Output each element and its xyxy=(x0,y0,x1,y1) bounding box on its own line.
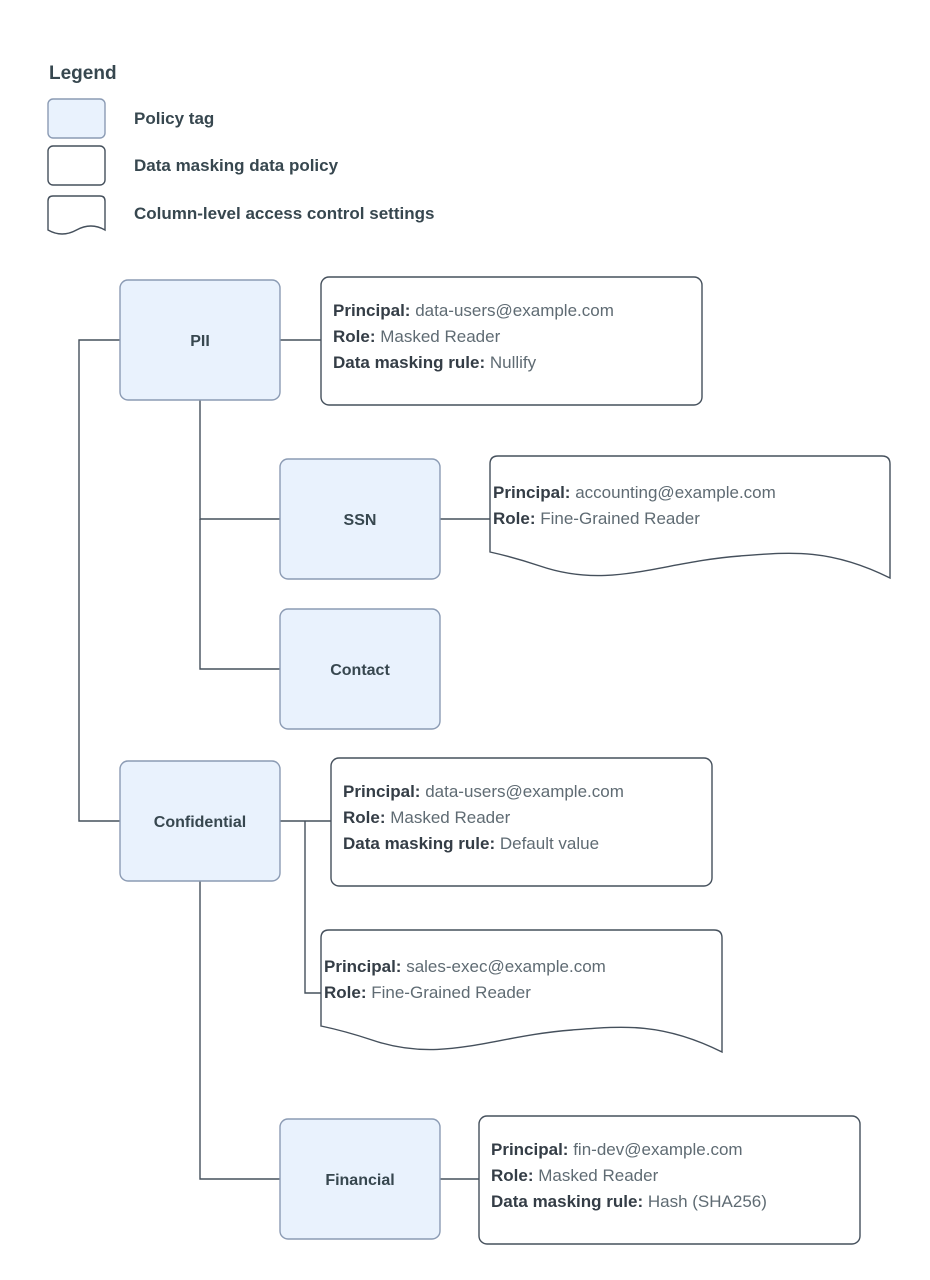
connector-lines xyxy=(78,339,490,1180)
detail-financial-policy-principal: Principal: fin-dev@example.com xyxy=(491,1140,743,1159)
node-ssn-label: SSN xyxy=(344,512,377,529)
data-masking-policy-swatch xyxy=(47,145,106,186)
node-confidential[interactable]: Confidential xyxy=(119,760,281,882)
legend-title: Legend xyxy=(49,63,117,84)
node-contact-label: Contact xyxy=(330,662,390,679)
detail-confidential-policy-box[interactable] xyxy=(330,757,713,887)
legend: Legend Policy tag Data masking data poli… xyxy=(47,63,434,235)
detail-pii-policy-masking-rule: Data masking rule: Nullify xyxy=(333,353,537,372)
legend-item-label-0: Policy tag xyxy=(134,109,214,128)
detail-confidential-policy-principal: Principal: data-users@example.com xyxy=(343,782,624,801)
detail-confidential-access-role: Role: Fine-Grained Reader xyxy=(324,983,531,1002)
node-ssn[interactable]: SSN xyxy=(279,458,441,580)
node-contact[interactable]: Contact xyxy=(279,608,441,730)
detail-confidential-policy[interactable]: Principal: data-users@example.com Role: … xyxy=(330,757,713,887)
detail-pii-policy-principal: Principal: data-users@example.com xyxy=(333,301,614,320)
legend-item-label-1: Data masking data policy xyxy=(134,156,339,175)
node-financial[interactable]: Financial xyxy=(279,1118,441,1240)
detail-ssn-access-role: Role: Fine-Grained Reader xyxy=(493,509,700,528)
detail-financial-policy-box[interactable] xyxy=(478,1115,861,1245)
node-pii-box[interactable] xyxy=(119,279,281,401)
policy-tag-swatch xyxy=(47,98,106,139)
node-confidential-box[interactable] xyxy=(119,760,281,882)
detail-ssn-access[interactable]: Principal: accounting@example.com Role: … xyxy=(489,455,891,580)
connector-pii-to-contact xyxy=(199,519,280,670)
node-pii[interactable]: PII xyxy=(119,279,281,401)
node-financial-label: Financial xyxy=(325,1172,394,1189)
node-confidential-label: Confidential xyxy=(154,814,246,831)
detail-confidential-policy-role: Role: Masked Reader xyxy=(343,808,511,827)
detail-pii-policy-role: Role: Masked Reader xyxy=(333,327,501,346)
detail-pii-policy[interactable]: Principal: data-users@example.com Role: … xyxy=(320,276,703,406)
detail-confidential-access[interactable]: Principal: sales-exec@example.com Role: … xyxy=(320,929,723,1054)
node-pii-label: PII xyxy=(190,333,210,350)
column-level-access-swatch xyxy=(47,195,106,235)
detail-financial-policy[interactable]: Principal: fin-dev@example.com Role: Mas… xyxy=(478,1115,861,1245)
connector-root-trunk xyxy=(78,339,120,822)
node-ssn-box[interactable] xyxy=(279,458,441,580)
detail-pii-policy-box[interactable] xyxy=(320,276,703,406)
detail-confidential-access-principal: Principal: sales-exec@example.com xyxy=(324,957,606,976)
legend-item-label-2: Column-level access control settings xyxy=(134,204,434,223)
connector-pii-to-ssn xyxy=(199,400,280,520)
node-financial-box[interactable] xyxy=(279,1118,441,1240)
detail-financial-policy-masking-rule: Data masking rule: Hash (SHA256) xyxy=(491,1192,767,1211)
connector-confidential-to-financial xyxy=(199,881,280,1180)
detail-ssn-access-box[interactable] xyxy=(489,455,891,580)
detail-confidential-access-box[interactable] xyxy=(320,929,723,1054)
detail-confidential-policy-masking-rule: Data masking rule: Default value xyxy=(343,834,599,853)
connector-confidential-to-access xyxy=(304,821,321,994)
detail-ssn-access-principal: Principal: accounting@example.com xyxy=(493,483,776,502)
node-contact-box[interactable] xyxy=(279,608,441,730)
detail-financial-policy-role: Role: Masked Reader xyxy=(491,1166,659,1185)
